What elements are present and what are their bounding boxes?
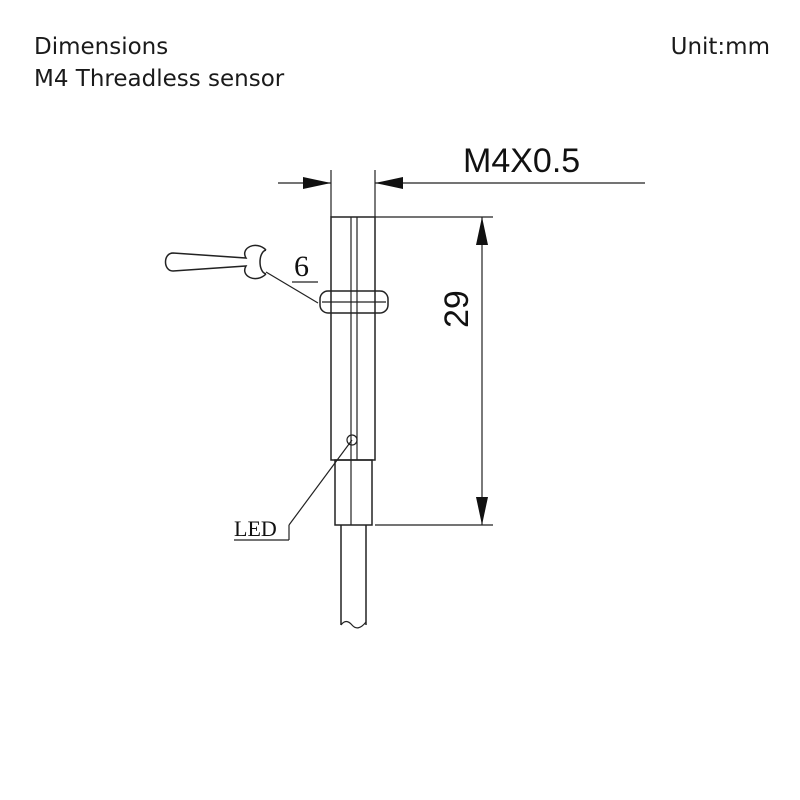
page-subtitle: M4 Threadless sensor <box>34 66 285 92</box>
unit-label: Unit:mm <box>670 34 770 60</box>
sensor-cable <box>334 459 373 629</box>
sensor-body <box>330 216 376 461</box>
page-title: Dimensions <box>34 34 169 60</box>
wrench-size-label: 6 <box>294 250 309 283</box>
led-indicator <box>234 434 358 541</box>
length-dimension <box>375 216 493 526</box>
lock-nut <box>319 290 389 314</box>
thread-size-label: M4X0.5 <box>463 142 580 180</box>
thread-dimension <box>278 170 645 217</box>
wrench-icon <box>164 244 319 304</box>
length-label: 29 <box>438 290 476 328</box>
led-label: LED <box>234 516 277 541</box>
